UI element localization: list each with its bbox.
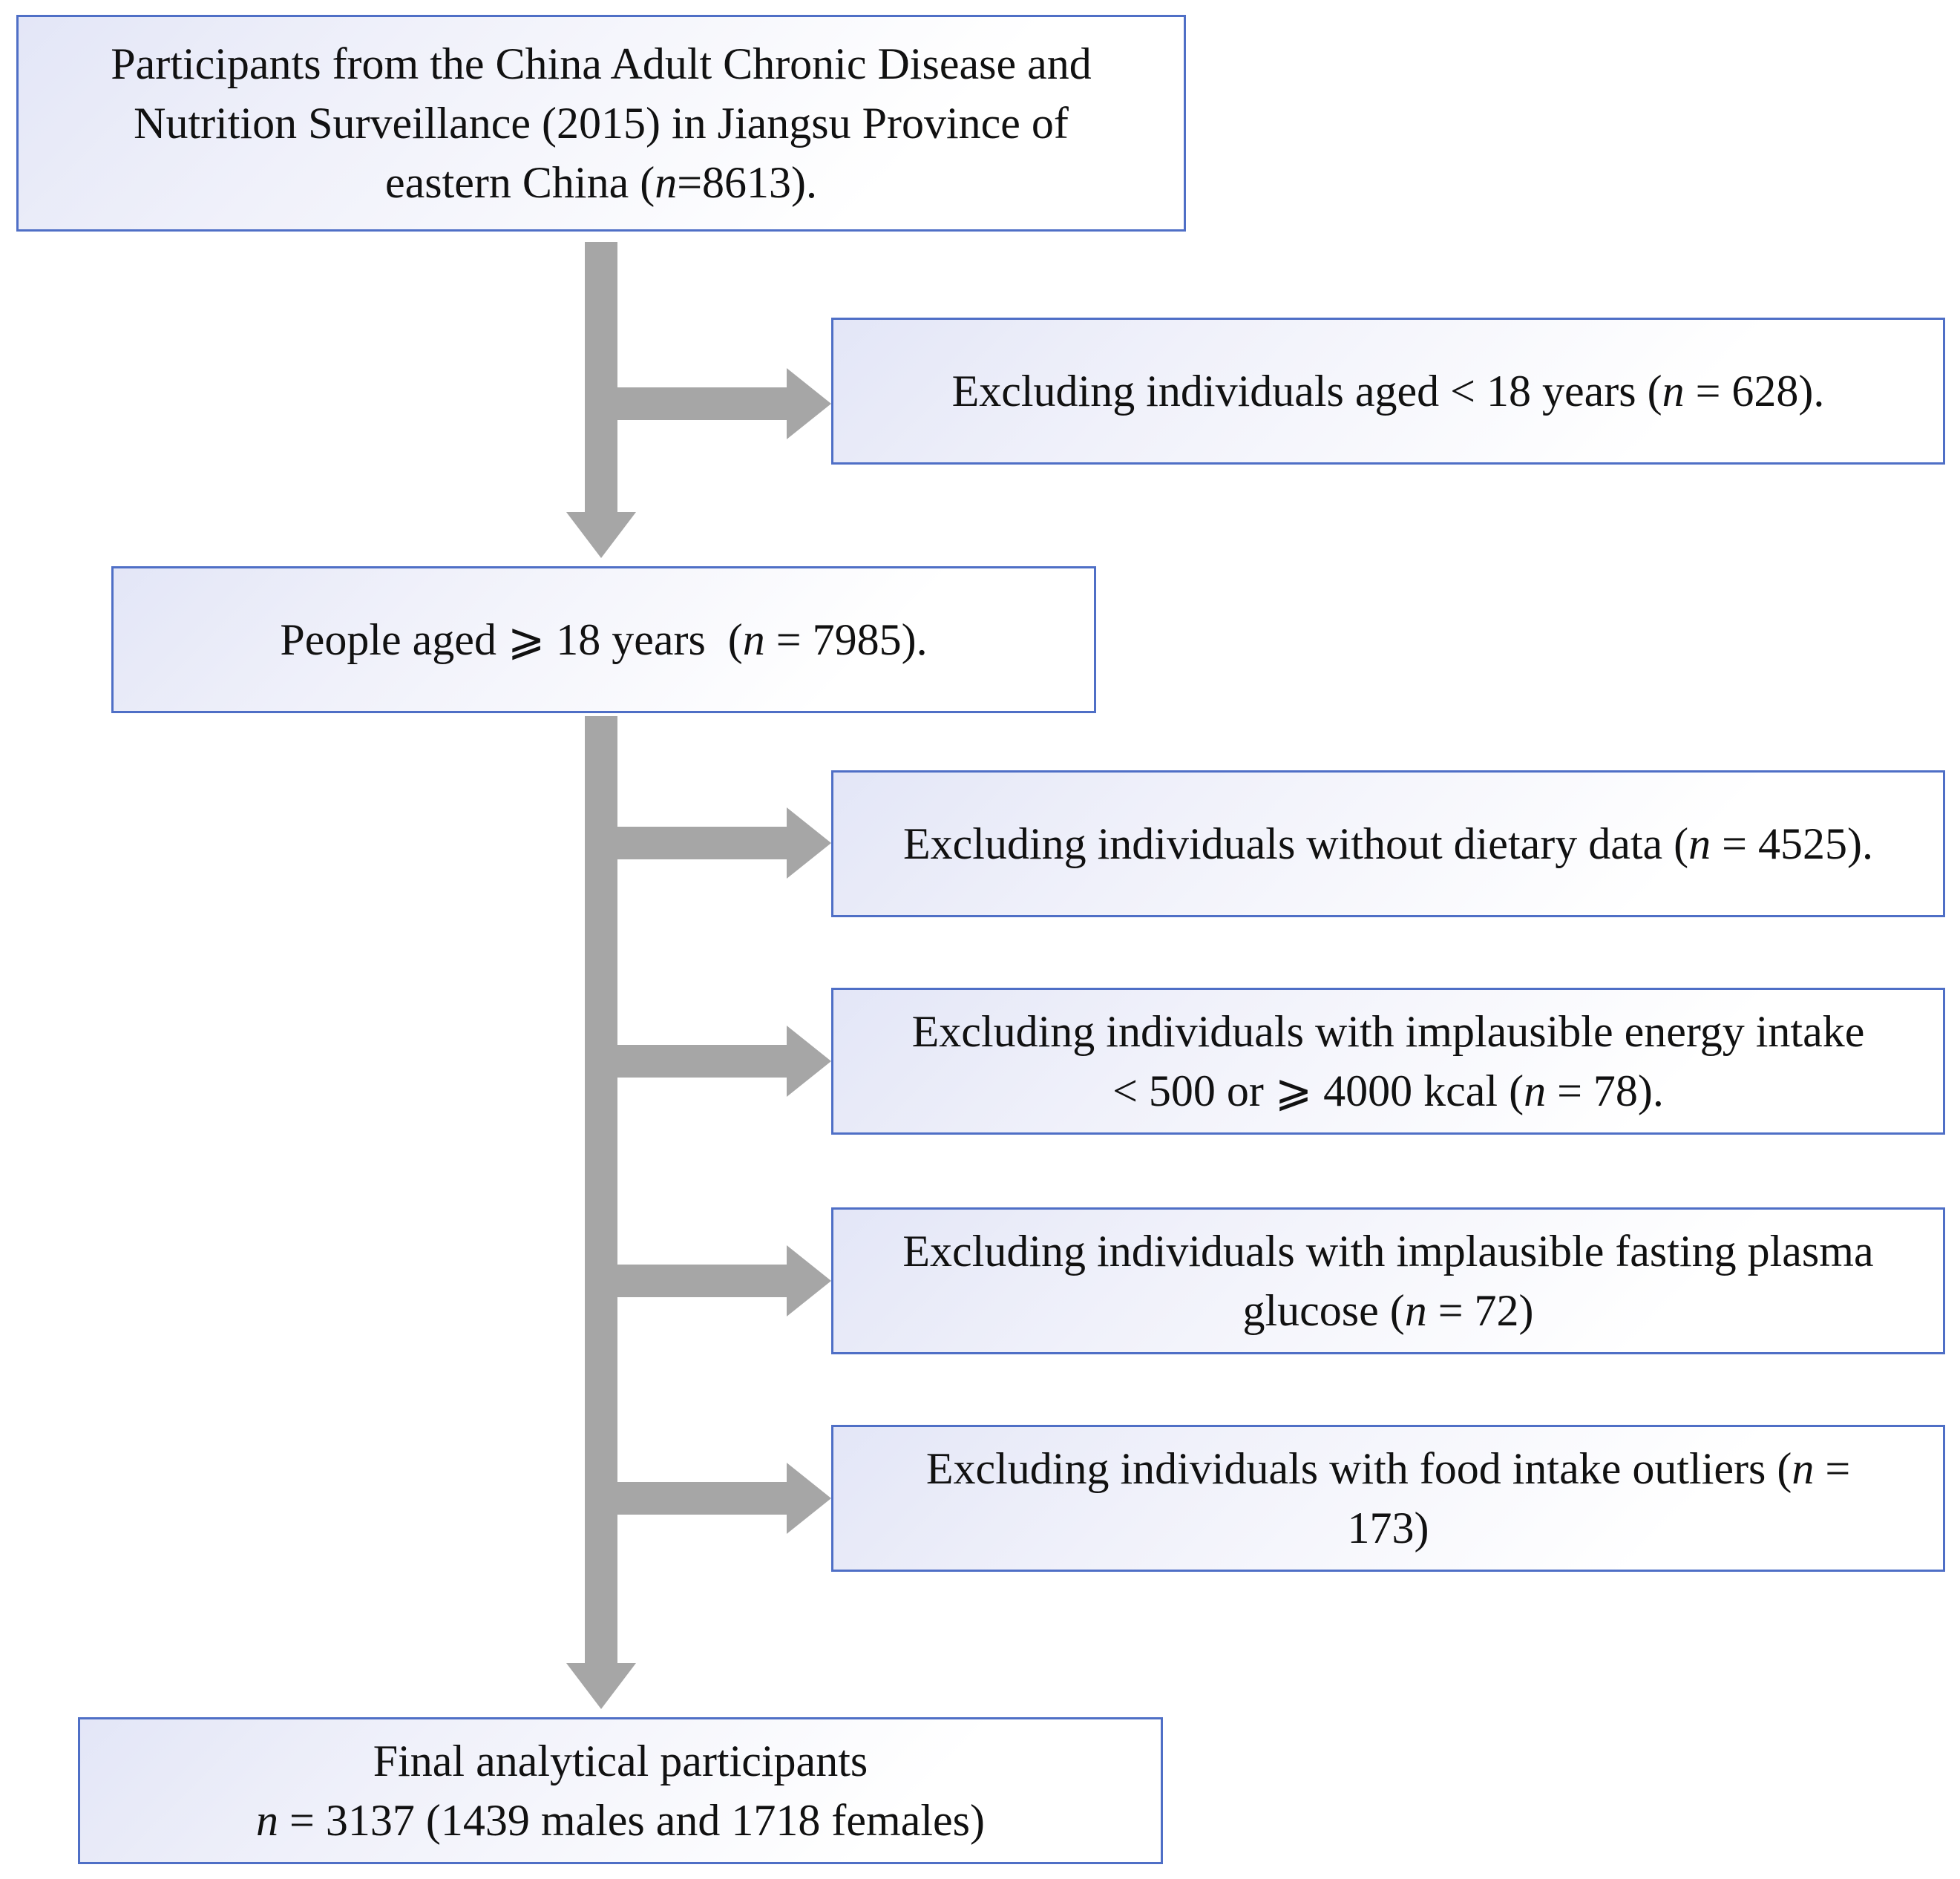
text-segment: = 3137 (1439 males and 1718 females) [278,1796,985,1845]
node-adults: People aged ⩾ 18 years (n = 7985). [111,566,1096,713]
arrow-adults-to-final [566,716,636,1709]
text-segment: 173) [1347,1503,1429,1552]
node-final: Final analytical participants n = 3137 (1… [78,1717,1163,1864]
arrow-to-exclude-energy [601,1026,831,1097]
italic-variable: n [1688,819,1711,868]
node-text-line: 173) [926,1498,1850,1558]
text-segment: Participants from the China Adult Chroni… [111,39,1092,88]
arrow-to-exclude-outliers [601,1463,831,1534]
italic-variable: n [1404,1286,1427,1335]
node-text-line: Excluding individuals with implausible e… [912,1002,1865,1061]
text-segment: Excluding individuals aged < 18 years ( [951,367,1662,416]
node-text-line: Nutrition Surveillance (2015) in Jiangsu… [111,94,1091,153]
text-segment: People aged ⩾ 18 years ( [280,615,743,664]
italic-variable: n [1524,1066,1547,1115]
text-segment: = 4525). [1711,819,1873,868]
node-text: Excluding individuals with implausible e… [912,1002,1865,1121]
node-exclude-age: Excluding individuals aged < 18 years (n… [831,318,1945,465]
node-text-line: < 500 or ⩾ 4000 kcal (n = 78). [912,1061,1865,1121]
node-exclude-outliers: Excluding individuals with food intake o… [831,1425,1945,1572]
arrow-to-exclude-dietary [601,807,831,879]
text-segment: Excluding individuals with implausible f… [902,1227,1874,1276]
node-text-line: Excluding individuals without dietary da… [903,814,1873,873]
text-segment: =8613). [677,158,818,207]
text-segment: = [1814,1444,1851,1493]
text-segment: = 7985). [764,615,928,664]
text-segment: Excluding individuals without dietary da… [903,819,1689,868]
text-segment: < 500 or ⩾ 4000 kcal ( [1112,1066,1524,1115]
text-segment: Nutrition Surveillance (2015) in Jiangsu… [134,99,1069,148]
node-text-line: eastern China (n=8613). [111,153,1091,212]
node-text: People aged ⩾ 18 years (n = 7985). [280,610,927,669]
italic-variable: n [1662,367,1685,416]
text-segment: Excluding individuals with food intake o… [925,1444,1792,1493]
text-segment: eastern China ( [384,158,655,207]
node-text: Excluding individuals without dietary da… [903,814,1873,873]
node-text-line: n = 3137 (1439 males and 1718 females) [256,1791,985,1850]
italic-variable: n [742,615,765,664]
text-segment: = 628). [1684,367,1825,416]
text-segment: Final analytical participants [373,1737,868,1785]
node-exclude-energy: Excluding individuals with implausible e… [831,988,1945,1135]
arrow-to-exclude-age [601,368,831,439]
text-segment: = 78). [1546,1066,1664,1115]
node-text-line: Excluding individuals with food intake o… [926,1439,1850,1498]
node-text-line: Excluding individuals aged < 18 years (n… [952,361,1825,421]
italic-variable: n [1792,1444,1815,1493]
node-text-line: glucose (n = 72) [902,1281,1873,1340]
arrow-to-exclude-glucose [601,1245,831,1316]
text-segment: Excluding individuals with implausible e… [911,1007,1865,1056]
italic-variable: n [256,1796,279,1845]
node-source: Participants from the China Adult Chroni… [16,15,1186,232]
node-text: Excluding individuals with food intake o… [926,1439,1850,1558]
node-text: Excluding individuals aged < 18 years (n… [952,361,1825,421]
text-segment: = 72) [1426,1286,1534,1335]
italic-variable: n [655,158,678,207]
text-segment: glucose ( [1242,1286,1405,1335]
node-text: Participants from the China Adult Chroni… [111,34,1091,212]
node-exclude-dietary: Excluding individuals without dietary da… [831,770,1945,917]
node-text-line: Excluding individuals with implausible f… [902,1221,1873,1281]
node-text-line: Final analytical participants [256,1731,985,1791]
node-text: Final analytical participants n = 3137 (1… [256,1731,985,1850]
node-text-line: Participants from the China Adult Chroni… [111,34,1091,94]
node-text: Excluding individuals with implausible f… [902,1221,1873,1340]
node-text-line: People aged ⩾ 18 years (n = 7985). [280,610,927,669]
node-exclude-glucose: Excluding individuals with implausible f… [831,1207,1945,1354]
